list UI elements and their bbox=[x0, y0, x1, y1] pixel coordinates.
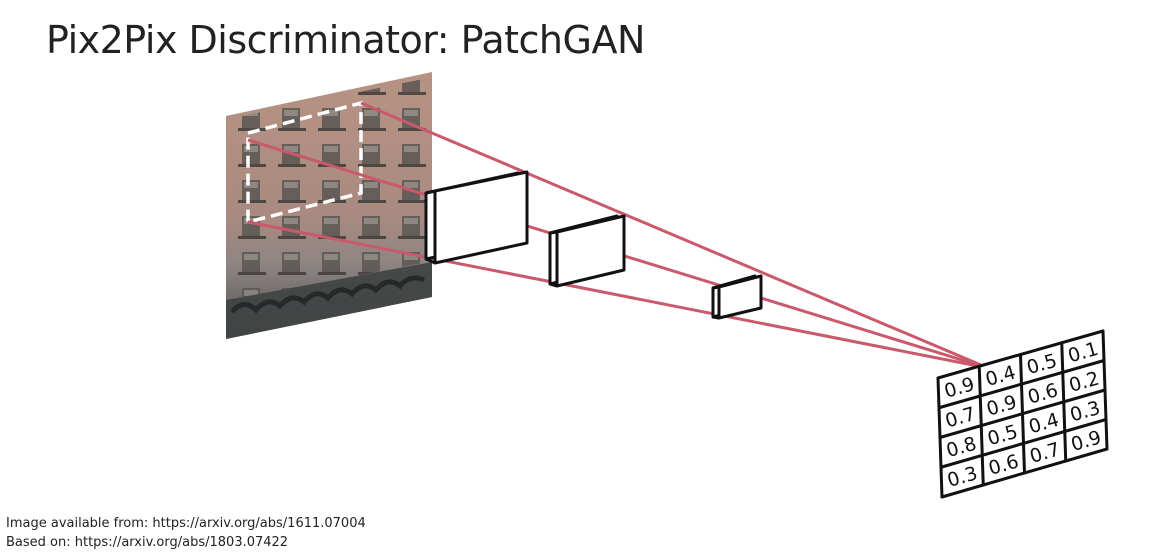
matrix-col-line bbox=[936, 376, 944, 499]
projection-line-top bbox=[360, 101, 989, 370]
source-citation-method: Based on: https://arxiv.org/abs/1803.074… bbox=[6, 535, 289, 550]
projection-line-bottom bbox=[247, 220, 989, 370]
matrix-col-line bbox=[1060, 341, 1068, 463]
matrix-col-line bbox=[977, 364, 985, 487]
conv-layer-2 bbox=[548, 214, 626, 288]
facade-storefront-arches bbox=[230, 275, 425, 314]
matrix-col-line bbox=[1019, 353, 1026, 475]
conv-layer-3 bbox=[711, 274, 763, 320]
slide-title: Pix2Pix Discriminator: PatchGAN bbox=[46, 18, 645, 62]
conv-layer-1 bbox=[424, 170, 529, 265]
source-citation-image: Image available from: https://arxiv.org/… bbox=[6, 516, 366, 531]
facade-windows bbox=[232, 78, 428, 300]
matrix-col-line bbox=[1101, 329, 1109, 451]
input-image bbox=[226, 72, 432, 339]
matrix-grid bbox=[936, 329, 1109, 499]
receptive-field-patch bbox=[246, 100, 363, 225]
